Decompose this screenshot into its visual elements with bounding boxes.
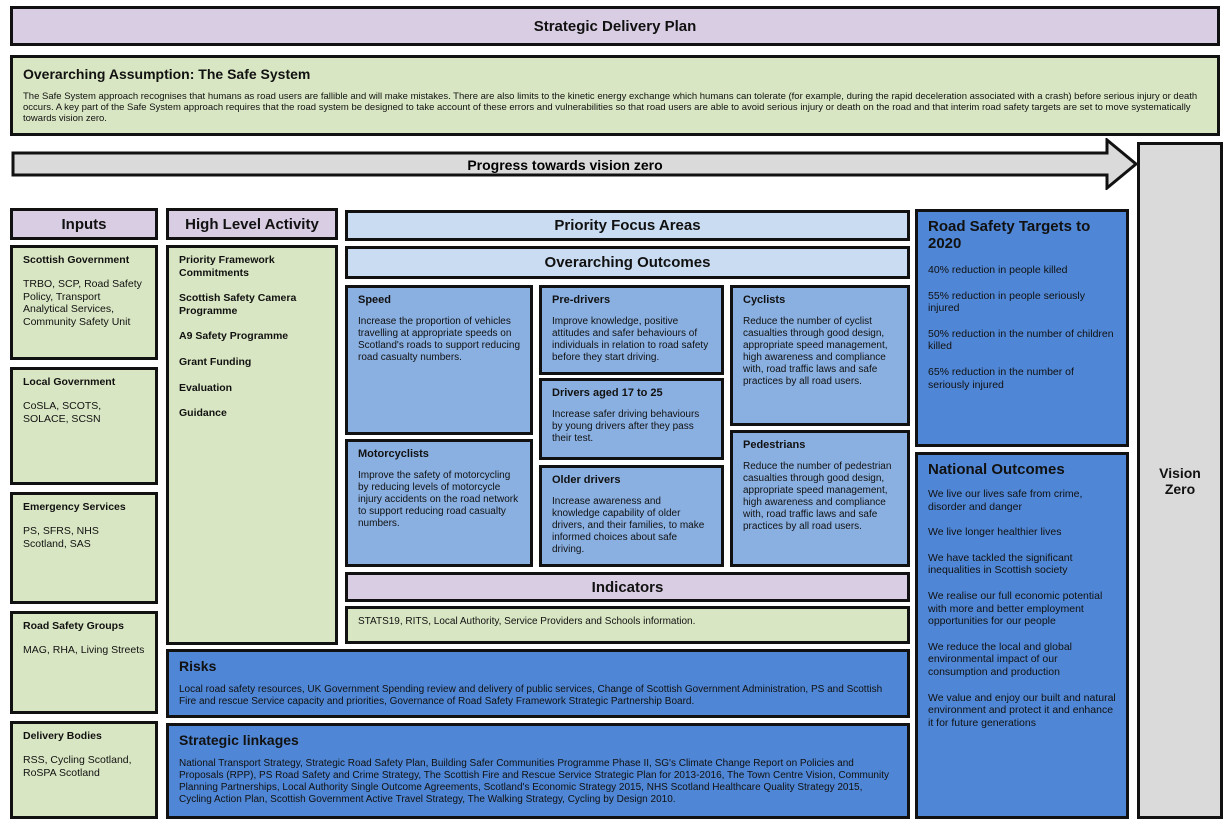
input-card: Emergency Services PS, SFRS, NHS Scotlan… bbox=[10, 492, 158, 604]
progress-label: Progress towards vision zero bbox=[467, 157, 662, 173]
outcomes-header: Overarching Outcomes bbox=[345, 246, 910, 279]
input-card: Scottish Government TRBO, SCP, Road Safe… bbox=[10, 245, 158, 360]
activity-item: Priority Framework Commitments bbox=[179, 254, 275, 279]
focus-young-drivers: Drivers aged 17 to 25 Increase safer dri… bbox=[539, 378, 724, 460]
linkages-title: Strategic linkages bbox=[179, 732, 299, 748]
indicators-header-text: Indicators bbox=[591, 578, 664, 596]
vision-line-2: Zero bbox=[1164, 480, 1196, 497]
focus-pedestrians: Pedestrians Reduce the number of pedestr… bbox=[730, 430, 910, 567]
national-outcome-item: We live longer healthier lives bbox=[928, 526, 1062, 539]
progress-arrow: Progress towards vision zero bbox=[11, 138, 1139, 190]
activity-item: Evaluation bbox=[179, 381, 233, 394]
activity-item: Grant Funding bbox=[179, 355, 252, 368]
assumption-title: Overarching Assumption: The Safe System bbox=[23, 66, 311, 82]
focus-speed: Speed Increase the proportion of vehicle… bbox=[345, 285, 533, 435]
input-card-title: Delivery Bodies bbox=[23, 730, 102, 742]
activity-item: Guidance bbox=[179, 407, 227, 420]
input-card-body: MAG, RHA, Living Streets bbox=[23, 644, 145, 656]
national-outcome-item: We have tackled the significant inequali… bbox=[928, 551, 1073, 577]
input-card: Road Safety Groups MAG, RHA, Living Stre… bbox=[10, 611, 158, 714]
high-level-header-text: High Level Activity bbox=[185, 215, 319, 233]
inputs-header: Inputs bbox=[10, 208, 158, 240]
risks-panel: Risks Local road safety resources, UK Go… bbox=[166, 649, 910, 718]
assumption-panel: Overarching Assumption: The Safe System … bbox=[10, 55, 1220, 136]
target-item: 50% reduction in the number of children … bbox=[928, 327, 1114, 353]
national-outcome-item: We value and enjoy our built and natural… bbox=[928, 691, 1116, 729]
focus-body: Improve the safety of motorcycling by re… bbox=[358, 470, 519, 529]
linkages-panel: Strategic linkages National Transport St… bbox=[166, 723, 910, 819]
priority-header-text: Priority Focus Areas bbox=[554, 217, 701, 234]
input-card: Local Government CoSLA, SCOTS, SOLACE, S… bbox=[10, 367, 158, 485]
national-outcome-item: We live our lives safe from crime, disor… bbox=[928, 488, 1083, 513]
focus-body: Increase awareness and knowledge capabil… bbox=[552, 496, 705, 555]
target-item: 40% reduction in people killed bbox=[928, 264, 1068, 276]
focus-body: Reduce the number of pedestrian casualti… bbox=[743, 461, 892, 532]
input-card-title: Road Safety Groups bbox=[23, 620, 124, 632]
target-item: 65% reduction in the number of seriously… bbox=[928, 365, 1074, 391]
national-outcome-item: We reduce the local and global environme… bbox=[928, 640, 1072, 678]
indicators-text: STATS19, RITS, Local Authority, Service … bbox=[358, 616, 696, 627]
focus-body: Improve knowledge, positive attitudes an… bbox=[552, 316, 709, 363]
focus-older-drivers: Older drivers Increase awareness and kno… bbox=[539, 465, 724, 567]
national-outcome-item: We realise our full economic potential w… bbox=[928, 589, 1103, 628]
inputs-header-text: Inputs bbox=[61, 215, 107, 233]
targets-panel: Road Safety Targets to 2020 40% reductio… bbox=[915, 209, 1129, 447]
activity-item: A9 Safety Programme bbox=[179, 330, 289, 343]
input-card: Delivery Bodies RSS, Cycling Scotland, R… bbox=[10, 721, 158, 819]
priority-header: Priority Focus Areas bbox=[345, 210, 910, 241]
input-card-body: CoSLA, SCOTS, SOLACE, SCSN bbox=[23, 400, 102, 425]
target-item: 55% reduction in people seriously injure… bbox=[928, 289, 1086, 315]
focus-body: Increase safer driving behaviours by you… bbox=[552, 409, 700, 444]
input-card-title: Emergency Services bbox=[23, 501, 126, 513]
plan-title: Strategic Delivery Plan bbox=[10, 6, 1220, 46]
risks-title: Risks bbox=[179, 658, 217, 674]
plan-title-text: Strategic Delivery Plan bbox=[533, 17, 697, 35]
focus-title: Drivers aged 17 to 25 bbox=[552, 387, 663, 399]
focus-body: Increase the proportion of vehicles trav… bbox=[358, 316, 521, 363]
input-card-body: PS, SFRS, NHS Scotland, SAS bbox=[23, 525, 99, 550]
focus-cyclists: Cyclists Reduce the number of cyclist ca… bbox=[730, 285, 910, 426]
focus-title: Cyclists bbox=[743, 294, 786, 306]
focus-title: Speed bbox=[358, 294, 392, 306]
vision-zero-panel: Vision Zero bbox=[1137, 142, 1223, 819]
focus-motorcyclists: Motorcyclists Improve the safety of moto… bbox=[345, 439, 533, 567]
national-outcomes-title: National Outcomes bbox=[928, 461, 1065, 478]
outcomes-header-text: Overarching Outcomes bbox=[544, 254, 711, 271]
high-level-header: High Level Activity bbox=[166, 208, 338, 240]
linkages-text: National Transport Strategy, Strategic R… bbox=[179, 758, 889, 805]
focus-title: Older drivers bbox=[552, 474, 621, 486]
assumption-text: The Safe System approach recognises that… bbox=[23, 91, 1198, 125]
focus-title: Pedestrians bbox=[743, 439, 806, 451]
input-card-title: Scottish Government bbox=[23, 254, 130, 266]
indicators-header: Indicators bbox=[345, 572, 910, 602]
input-card-title: Local Government bbox=[23, 376, 116, 388]
high-level-list: Priority Framework Commitments Scottish … bbox=[166, 245, 338, 645]
focus-title: Pre-drivers bbox=[552, 294, 611, 306]
indicators-panel: STATS19, RITS, Local Authority, Service … bbox=[345, 606, 910, 644]
vision-line-1: Vision bbox=[1159, 464, 1201, 481]
activity-item: Scottish Safety Camera Programme bbox=[179, 292, 297, 317]
focus-title: Motorcyclists bbox=[358, 448, 429, 460]
focus-predrivers: Pre-drivers Improve knowledge, positive … bbox=[539, 285, 724, 375]
input-card-body: RSS, Cycling Scotland, RoSPA Scotland bbox=[23, 754, 132, 779]
risks-text: Local road safety resources, UK Governme… bbox=[179, 684, 883, 707]
focus-body: Reduce the number of cyclist casualties … bbox=[743, 316, 888, 387]
input-card-body: TRBO, SCP, Road Safety Policy, Transport… bbox=[23, 278, 142, 328]
national-outcomes-panel: National Outcomes We live our lives safe… bbox=[915, 452, 1129, 819]
targets-title: Road Safety Targets to 2020 bbox=[928, 218, 1091, 252]
